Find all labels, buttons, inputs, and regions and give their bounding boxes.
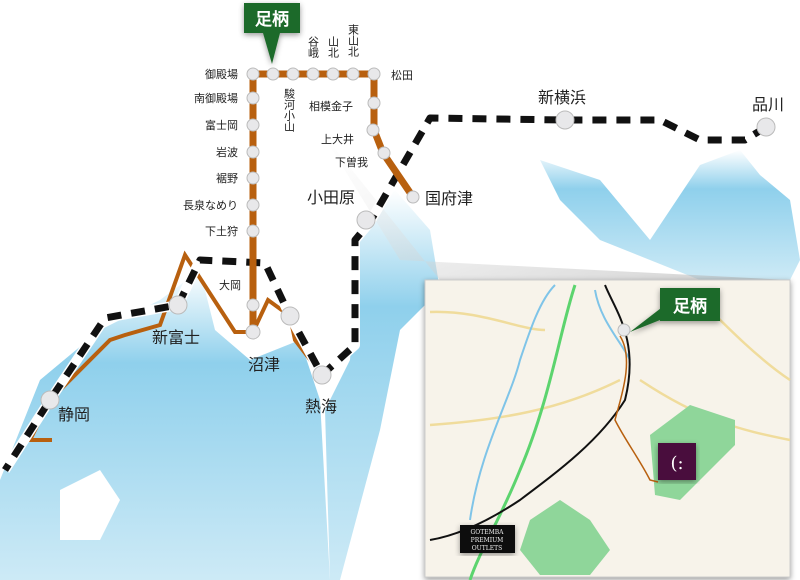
svg-text:PREMIUM: PREMIUM xyxy=(471,537,504,544)
outlet-logo: GOTEMBA PREMIUM OUTLETS xyxy=(460,525,515,553)
station-label: 下曽我 xyxy=(335,155,368,169)
station-label: 岩波 xyxy=(216,145,238,159)
station-label: 谷峨 xyxy=(307,36,320,59)
station-label: 沼津 xyxy=(248,355,280,374)
station-label: 国府津 xyxy=(425,189,473,208)
station-label: 品川 xyxy=(752,95,784,114)
shinkansen-line xyxy=(0,113,769,473)
station-label: 新富士 xyxy=(152,328,200,347)
station-label: 新横浜 xyxy=(538,88,586,107)
inset-map: 足柄 (: GOTEMBA PREMIUM OUTLETS xyxy=(424,279,791,580)
inset-callout: 足柄 xyxy=(630,288,720,332)
station-label: 南御殿場 xyxy=(194,91,238,105)
station-label: 小田原 xyxy=(307,188,355,207)
station-label: 長泉なめり xyxy=(183,198,238,212)
station-label: 山北 xyxy=(327,36,340,58)
station-label: 東山北 xyxy=(347,24,360,57)
station-label: 熱海 xyxy=(305,397,337,416)
station-label: 駿河小山 xyxy=(283,87,296,132)
resort-logo: (: xyxy=(658,443,696,480)
station-label: 静岡 xyxy=(58,405,90,424)
ashigara-callout: 足柄 xyxy=(244,3,300,64)
station-label: 裾野 xyxy=(216,171,238,185)
station-label: 下土狩 xyxy=(205,224,238,238)
svg-text:足柄: 足柄 xyxy=(255,9,289,30)
svg-text:(:: (: xyxy=(670,453,683,474)
station-label: 御殿場 xyxy=(205,67,238,81)
station-label: 相模金子 xyxy=(309,99,353,113)
svg-text:足柄: 足柄 xyxy=(673,296,707,317)
station-label: 上大井 xyxy=(321,132,354,146)
station-label: 富士岡 xyxy=(205,118,238,132)
svg-text:GOTEMBA: GOTEMBA xyxy=(471,529,505,536)
station-label: 大岡 xyxy=(219,278,241,292)
station-label: 松田 xyxy=(391,68,413,82)
stations xyxy=(40,67,776,410)
svg-text:OUTLETS: OUTLETS xyxy=(472,545,502,552)
